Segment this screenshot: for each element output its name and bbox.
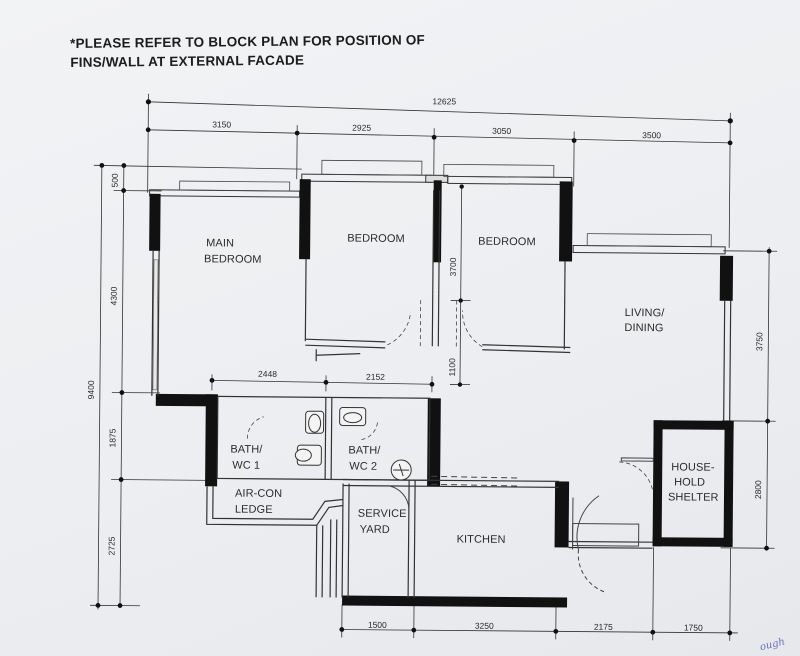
door-leaves [388,457,654,593]
doors [247,300,654,493]
household-shelter-label-1: HOUSE- [671,461,715,473]
kitchen-label: KITCHEN [457,534,506,546]
dim-right-1: 3750 [754,332,764,351]
room-labels: MAIN BEDROOM BEDROOM BEDROOM LIVING/ DIN… [204,233,719,546]
dimension-ticks [95,99,772,636]
dim-inner-v1: 3700 [448,257,458,276]
dim-mid-2: 2152 [366,372,385,382]
dim-bottom-3: 2175 [594,622,613,632]
service-yard-label-1: SERVICE [358,508,407,520]
aircon-ledge-label-2: LEDGE [235,504,273,516]
living-label-1: LIVING/ [625,307,666,319]
walls [149,159,734,608]
dim-left-1: 500 [110,173,120,188]
bedroom-3-label: BEDROOM [478,236,536,249]
dim-top-3: 3050 [492,126,511,136]
toilet-fixtures [294,407,412,481]
dim-left-2: 4300 [109,286,119,305]
bath-wc2-label-2: WC 2 [349,461,377,473]
dim-right-2: 2800 [753,480,763,499]
dim-bottom-1: 1500 [368,620,387,630]
dim-bottom-2: 3250 [475,621,494,631]
service-yard-label-2: YARD [360,524,390,536]
main-bedroom-label-2: BEDROOM [204,253,262,266]
bath-wc1-label-1: BATH/ [230,444,263,456]
dim-top-total: 12625 [432,96,456,106]
dim-bottom-4: 1750 [684,622,703,632]
living-label-2: DINING [624,322,663,334]
aircon-ledge-label-1: AIR-CON [235,488,282,500]
handwritten-note: ough [759,636,786,653]
dim-top-4: 3500 [642,130,661,140]
bath-wc1-label-2: WC 1 [232,460,260,472]
dim-left-total: 9400 [86,380,96,399]
household-shelter-label-3: SHELTER [668,491,719,503]
dim-top-2: 2925 [352,123,371,133]
bath-wc2-label-1: BATH/ [348,445,381,457]
dim-left-4: 2725 [106,536,116,555]
dim-left-3: 1875 [107,428,117,447]
dim-top-1: 3150 [212,119,231,129]
dim-inner-v2: 1100 [447,358,457,377]
bedroom-2-label: BEDROOM [347,233,405,246]
main-bedroom-label-1: MAIN [206,237,234,249]
dimension-labels: 12625 3150 2925 3050 3500 9400 500 4300 … [86,96,765,632]
dim-mid-1: 2448 [258,369,277,379]
household-shelter-label-2: HOLD [674,476,705,488]
